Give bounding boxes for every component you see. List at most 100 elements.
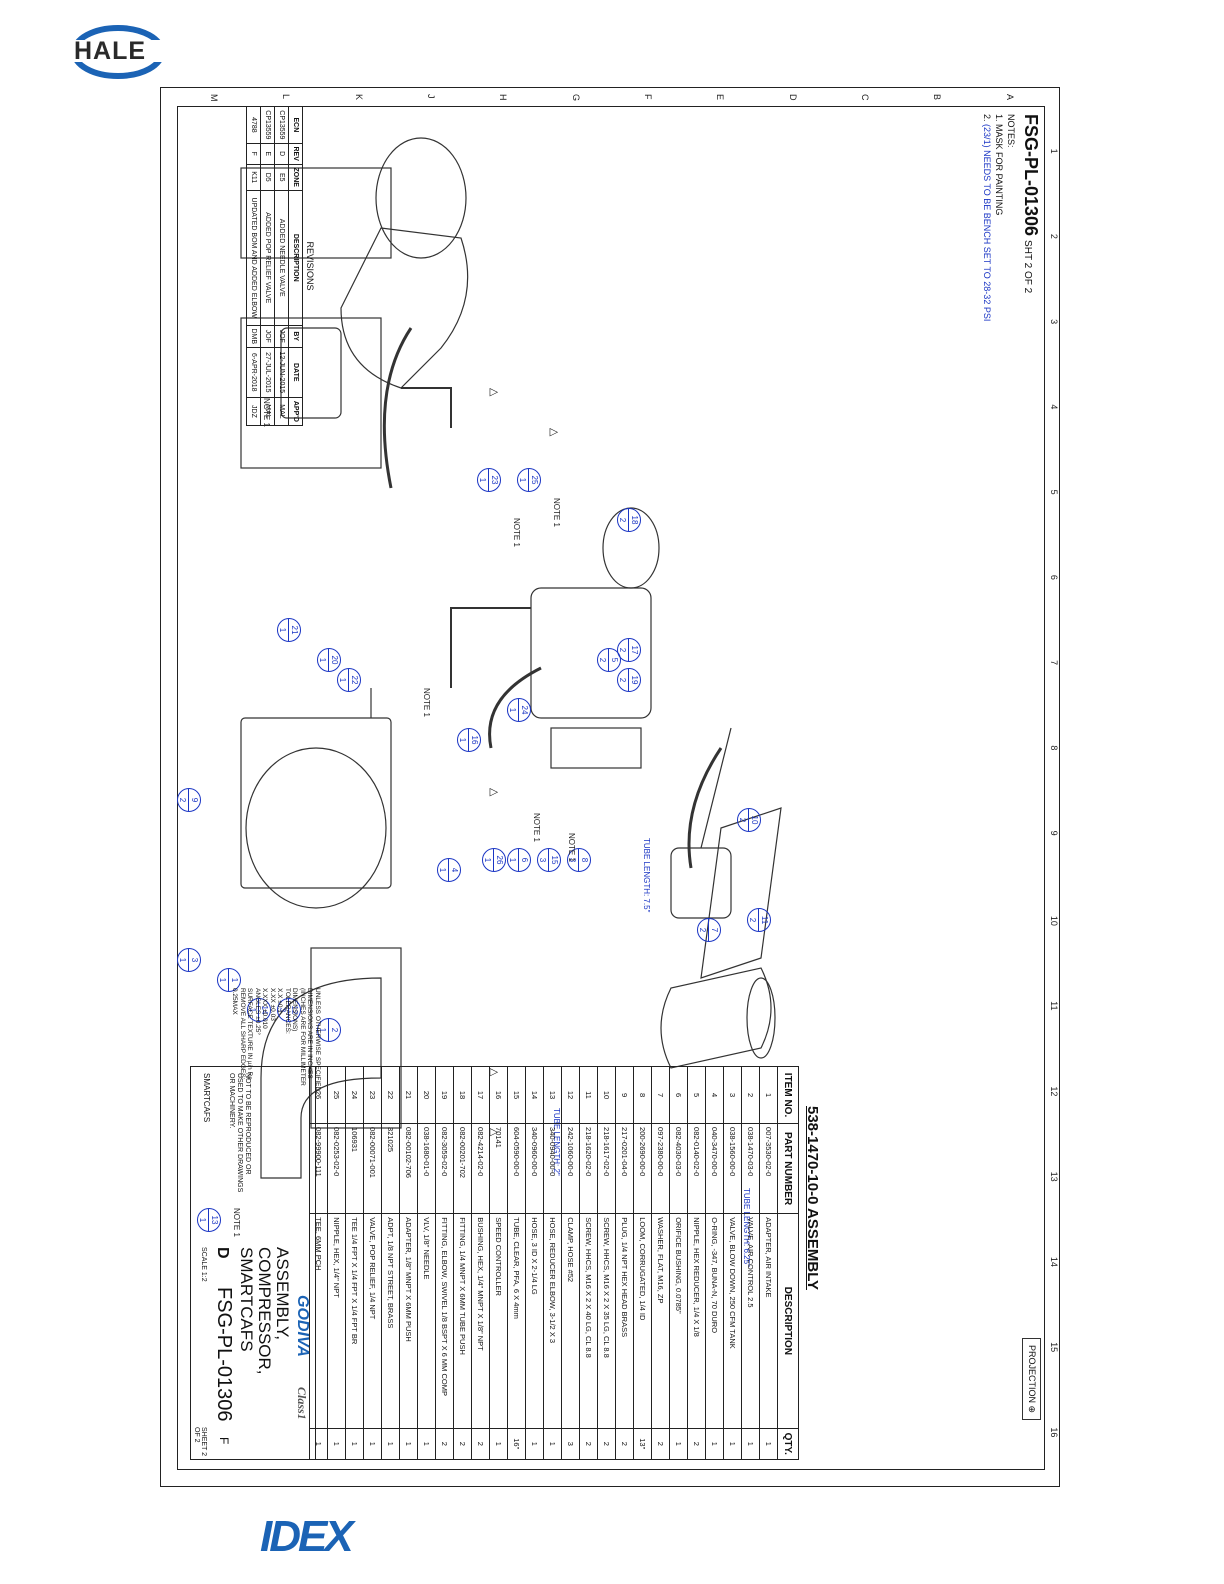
callout-quantity: 2	[748, 917, 757, 923]
revision-triangle-icon: △	[548, 428, 560, 437]
callout-item-number: 24	[520, 705, 529, 715]
parts-cell: 21	[399, 1066, 418, 1124]
revisions-column-header: DATE	[288, 347, 303, 398]
parts-cell: 8	[633, 1066, 652, 1124]
callout-quantity: 2	[618, 677, 627, 683]
parts-cell: 1	[759, 1428, 778, 1460]
bottom-view-left	[240, 167, 452, 469]
parts-column-header: DESCRIPTION	[777, 1213, 799, 1429]
revisions-cell: CP13559	[274, 106, 289, 144]
callout-item-number: 16	[470, 735, 479, 745]
parts-cell: 200-2690-00-0	[633, 1123, 652, 1214]
parts-cell: 340-0960-00-0	[525, 1123, 544, 1214]
assembly-title: 538-1470-10-0 ASSEMBLY	[804, 1106, 821, 1290]
revisions-cell: JOF	[274, 325, 289, 348]
callout-item-number: 11	[760, 915, 769, 925]
sheet-size: D	[214, 1247, 231, 1259]
parts-cell: 18	[453, 1066, 472, 1124]
parts-cell: 1	[705, 1428, 724, 1460]
callout-item-number: 21	[290, 625, 299, 635]
parts-cell: 217-0201-04-0	[615, 1123, 634, 1214]
parts-cell: 12	[561, 1066, 580, 1124]
callout-quantity: 1	[178, 957, 187, 963]
parts-cell: 9	[615, 1066, 634, 1124]
parts-cell: 1	[525, 1428, 544, 1460]
idex-logo: IDEX	[258, 1512, 398, 1561]
revisions-cell: E5	[274, 164, 289, 191]
parts-cell: 3	[561, 1428, 580, 1460]
parts-cell: 038-1470-03-0	[741, 1123, 760, 1214]
parts-cell: NIPPLE, HEX, 1/4" NPT	[327, 1213, 346, 1429]
parts-cell: 218-1617-02-0	[597, 1123, 616, 1214]
parts-cell: 1	[759, 1066, 778, 1124]
parts-cell: 3	[723, 1066, 742, 1124]
callout-quantity: 1	[458, 737, 467, 743]
bottom-view-right	[260, 947, 402, 1179]
revisions-cell: JOF	[260, 325, 275, 348]
revision-letter: F	[217, 1437, 231, 1445]
revisions-column-header: REV	[288, 143, 303, 165]
callout-item-number: 20	[330, 655, 339, 665]
parts-cell: ADAPTER, 1/8" MNPT X 6MM PUSH	[399, 1213, 418, 1429]
callout-quantity: 1	[438, 867, 447, 873]
parts-cell: SCREW, HHCS, M16 X 2 X 40 LG, CL 8.8	[579, 1213, 598, 1429]
revision-triangle-icon: △	[488, 788, 500, 797]
revisions-column-header: BY	[288, 325, 303, 348]
idex-logo-text: IDEX	[260, 1512, 354, 1561]
parts-cell: 13	[543, 1066, 562, 1124]
callout-item-number: 25	[530, 475, 539, 485]
note-1-tag: NOTE 1	[552, 498, 561, 527]
callout-item-number: 2	[330, 1027, 339, 1033]
parts-cell: 1	[381, 1428, 400, 1460]
revisions-title: REVISIONS	[305, 241, 315, 291]
revisions-cell: 27-JUL-2015	[260, 347, 275, 398]
parts-cell: 1	[489, 1428, 508, 1460]
parts-cell: 2	[741, 1066, 760, 1124]
parts-cell: TUBE, CLEAR, PFA, 6 X 4mm	[507, 1213, 526, 1429]
parts-cell: 082-3059-02-0	[435, 1123, 454, 1214]
parts-cell: 1	[345, 1428, 364, 1460]
parts-cell: VLV, 1/8" NEEDLE	[417, 1213, 436, 1429]
parts-cell: 321025	[381, 1123, 400, 1214]
parts-cell: 082-00071-001	[363, 1123, 382, 1214]
callout-quantity: 1	[278, 627, 287, 633]
parts-cell: 70141	[489, 1123, 508, 1214]
parts-cell: ORIFICE BUSHING, 0.0785"	[669, 1213, 688, 1429]
parts-cell: 082-4214-02-0	[471, 1123, 490, 1214]
parts-cell: HOSE, REDUCER ELBOW, 3-1/2 X 3	[543, 1213, 562, 1429]
callout-quantity: 1	[478, 477, 487, 483]
parts-cell: 19	[435, 1066, 454, 1124]
callout-item-number: 4	[450, 867, 459, 873]
note-1-tag: NOTE 1	[422, 688, 431, 717]
revisions-cell: ADDED POP RELIEF VALVE	[260, 190, 275, 326]
parts-cell: 340-0940-00-0	[543, 1123, 562, 1214]
callout-item-number: 3	[190, 957, 199, 963]
parts-cell: 2	[471, 1428, 490, 1460]
assembly-illustrations	[240, 137, 782, 1179]
parts-cell: 14	[525, 1066, 544, 1124]
revisions-cell: 12-JUN-2015	[274, 347, 289, 398]
parts-cell: 2	[615, 1428, 634, 1460]
parts-cell: 22	[381, 1066, 400, 1124]
